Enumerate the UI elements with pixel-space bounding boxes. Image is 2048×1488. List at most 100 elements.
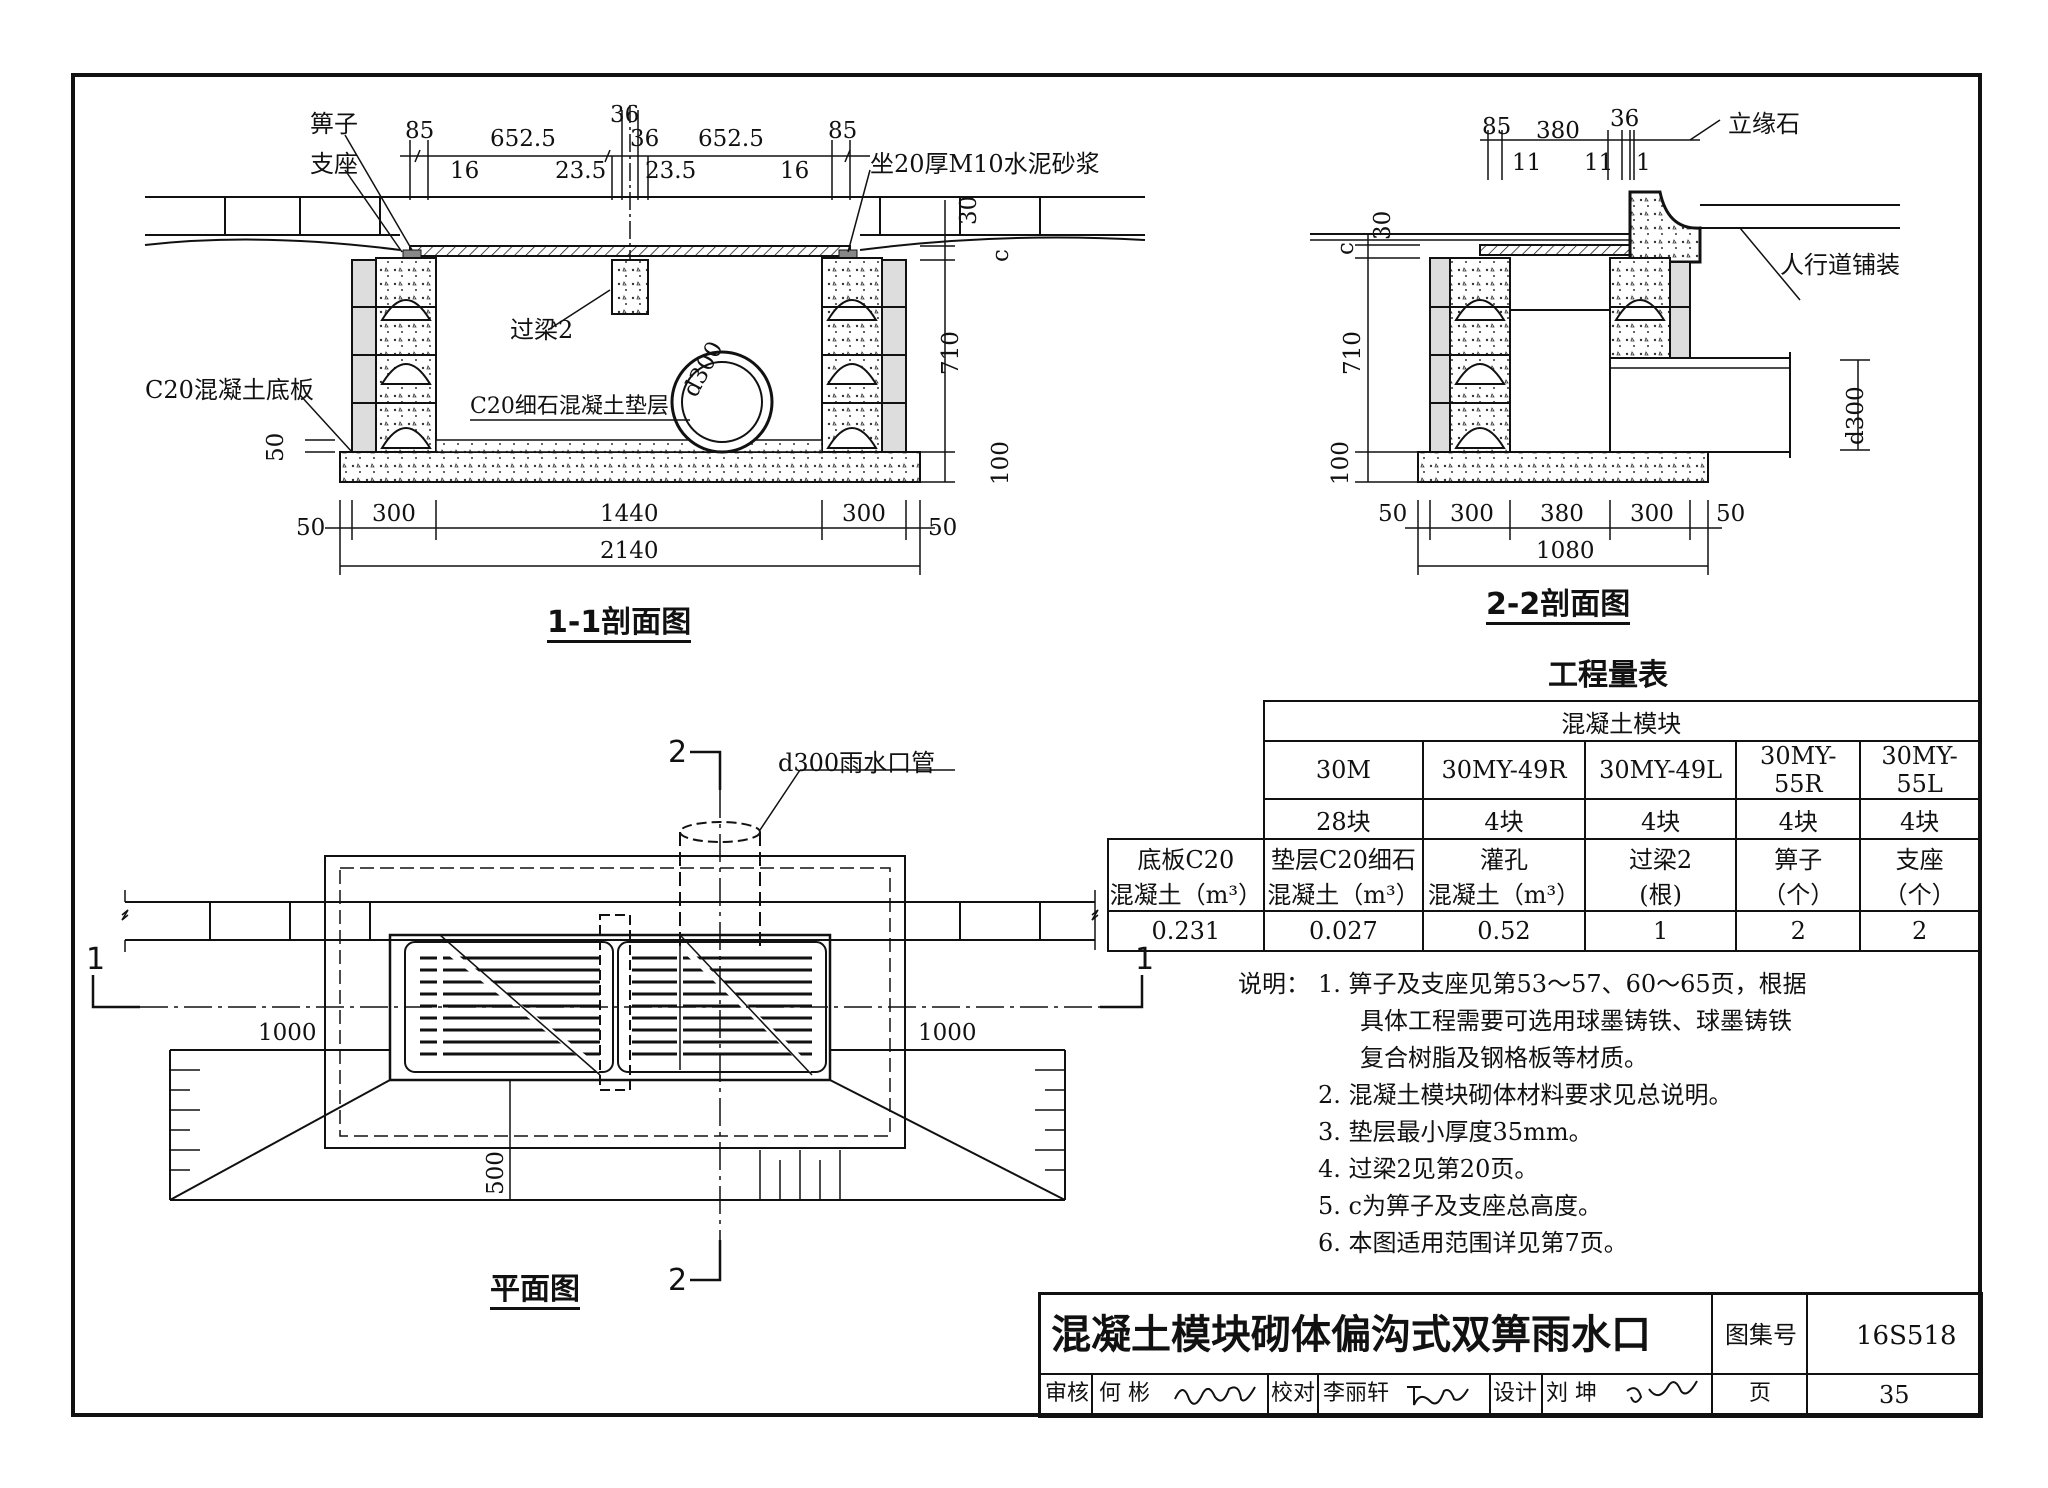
section-1-1-graphic xyxy=(144,105,1146,575)
section-1-1-title: 1-1剖面图 xyxy=(547,608,692,643)
item-value-cell: 0.231 xyxy=(1107,910,1265,952)
sheet-border xyxy=(71,73,1982,1417)
dim-23-5-left: 23.5 xyxy=(555,158,607,184)
title-block: 混凝土模块砌体偏沟式双箅雨水口 图集号 16S518 审核 何 彬 校对 李丽轩… xyxy=(1038,1292,1983,1418)
item-value-cell: 2 xyxy=(1859,910,1980,952)
dim2-380-bottom: 380 xyxy=(1540,501,1584,527)
item-header-cell: 箅子 （个） xyxy=(1735,838,1862,912)
dim2-300-right: 300 xyxy=(1630,501,1674,527)
table-row: 28块 4块 4块 4块 4块 xyxy=(1108,798,1980,840)
label-grate: 箅子 xyxy=(310,110,358,138)
dim2-c: c xyxy=(1333,242,1359,255)
note-line: 3. 垫层最小厚度35mm。 xyxy=(1318,1118,1593,1146)
check-label: 校对 xyxy=(1271,1381,1316,1406)
dim-85-left: 85 xyxy=(405,118,435,144)
plan-graphic xyxy=(91,750,1144,1282)
designer-signature xyxy=(1626,1380,1698,1403)
block-type-cell: 30MY-49R xyxy=(1422,740,1586,800)
title-block-top-row xyxy=(1041,1295,1980,1375)
dim-16-right: 16 xyxy=(780,158,810,184)
label-beam: 过梁2 xyxy=(510,316,574,344)
block-count-cell: 4块 xyxy=(1583,798,1738,840)
item-header-line: 混凝土（m³） xyxy=(1427,881,1581,909)
dim2-1080: 1080 xyxy=(1536,538,1595,564)
atlas-label: 图集号 xyxy=(1725,1321,1797,1349)
item-header-line: 灌孔 xyxy=(1479,846,1528,874)
label-pipe-d300-2: d300 xyxy=(1843,386,1869,445)
note-line: 复合树脂及钢格板等材质。 xyxy=(1360,1044,1648,1072)
dim2-300-left: 300 xyxy=(1450,501,1494,527)
dim-300-left: 300 xyxy=(372,501,416,527)
title-block-divider xyxy=(1711,1295,1713,1415)
dim-50-left: 50 xyxy=(263,432,289,462)
block-count-cell: 28块 xyxy=(1262,798,1425,840)
note-line: 5. c为箅子及支座总高度。 xyxy=(1318,1192,1602,1220)
block-count-cell: 4块 xyxy=(1735,798,1862,840)
reviewer-signature xyxy=(1174,1386,1256,1405)
title-block-divider xyxy=(1091,1375,1093,1415)
title-block-divider xyxy=(1267,1375,1269,1415)
dim2-36: 36 xyxy=(1610,106,1640,132)
dim-c: c xyxy=(988,249,1014,262)
block-type-cell: 30MY-55L xyxy=(1859,740,1980,800)
dim2-30: 30 xyxy=(1370,210,1396,240)
page-label: 页 xyxy=(1749,1381,1772,1406)
dim-85-right: 85 xyxy=(828,118,858,144)
reviewer-name: 何 彬 xyxy=(1099,1381,1150,1406)
dim2-50-right: 50 xyxy=(1716,501,1746,527)
block-type-cell: 30MY-55R xyxy=(1735,740,1862,800)
block-type-cell: 30M xyxy=(1262,740,1425,800)
cut-2-top: 2 xyxy=(668,735,688,770)
item-header-line: 混凝土（m³） xyxy=(1109,881,1262,909)
atlas-number: 16S518 xyxy=(1856,1321,1957,1351)
note-line: 4. 过梁2见第20页。 xyxy=(1318,1155,1539,1183)
item-header-line: 垫层C20细石 xyxy=(1270,846,1416,874)
quantity-table-title: 工程量表 xyxy=(1548,658,1668,693)
dim-50-b-right: 50 xyxy=(928,515,958,541)
dim-50-b-left: 50 xyxy=(296,515,326,541)
dim-plan-1000-right: 1000 xyxy=(918,1020,977,1046)
cut-1-left: 1 xyxy=(86,942,106,977)
design-label: 设计 xyxy=(1493,1381,1538,1406)
item-header-line: 箅子 xyxy=(1774,846,1823,874)
dim-plan-1000-left: 1000 xyxy=(258,1020,317,1046)
dim-652-left: 652.5 xyxy=(490,126,556,152)
item-header-cell: 支座 （个） xyxy=(1859,838,1980,912)
block-count-cell: 4块 xyxy=(1859,798,1980,840)
label-pavement: 人行道铺装 xyxy=(1780,251,1900,279)
note-line: 6. 本图适用范围详见第7页。 xyxy=(1318,1229,1628,1257)
item-header-line: （个） xyxy=(1762,881,1835,909)
dim-23-5-right: 23.5 xyxy=(645,158,697,184)
section-2-2-title: 2-2剖面图 xyxy=(1486,590,1631,625)
dim-plan-500: 500 xyxy=(483,1151,509,1195)
notes-prefix: 说明： xyxy=(1238,970,1310,998)
dim2-1: 1 xyxy=(1636,150,1651,176)
item-header-line: 混凝土（m³） xyxy=(1267,881,1420,909)
note-line: 2. 混凝土模块砌体材料要求见总说明。 xyxy=(1318,1081,1733,1109)
label-mortar: 坐20厚M10水泥砂浆 xyxy=(870,150,1100,178)
quantity-table: 混凝土模块 30M 30MY-49R 30MY-49L 30MY-55R 30M… xyxy=(1107,700,1981,952)
dim-1440: 1440 xyxy=(600,501,659,527)
item-header-line: （个） xyxy=(1883,881,1956,909)
label-base-slab: C20混凝土底板 xyxy=(145,376,314,404)
note-line: 1. 箅子及支座见第53～57、60～65页，根据 xyxy=(1318,970,1807,998)
item-value-cell: 0.52 xyxy=(1422,910,1586,952)
dim2-100: 100 xyxy=(1328,441,1354,485)
label-pipe-d300-plan: d300雨水口管 xyxy=(778,749,936,777)
checker-name: 李丽轩 xyxy=(1323,1381,1390,1406)
dim-710: 710 xyxy=(938,331,964,375)
dim2-11-a: 11 xyxy=(1512,150,1542,176)
note-line: 具体工程需要可选用球墨铸铁、球墨铸铁 xyxy=(1360,1007,1792,1035)
table-row: 30M 30MY-49R 30MY-49L 30MY-55R 30MY-55L xyxy=(1108,740,1980,800)
item-header-line: 过梁2 xyxy=(1628,846,1693,874)
item-header-cell: 过梁2(根) xyxy=(1583,838,1738,912)
title-block-divider xyxy=(1541,1375,1543,1415)
item-header-line: 支座 xyxy=(1895,846,1944,874)
dim2-380: 380 xyxy=(1536,118,1580,144)
checker-signature xyxy=(1407,1386,1469,1406)
item-value-cell: 1 xyxy=(1583,910,1738,952)
